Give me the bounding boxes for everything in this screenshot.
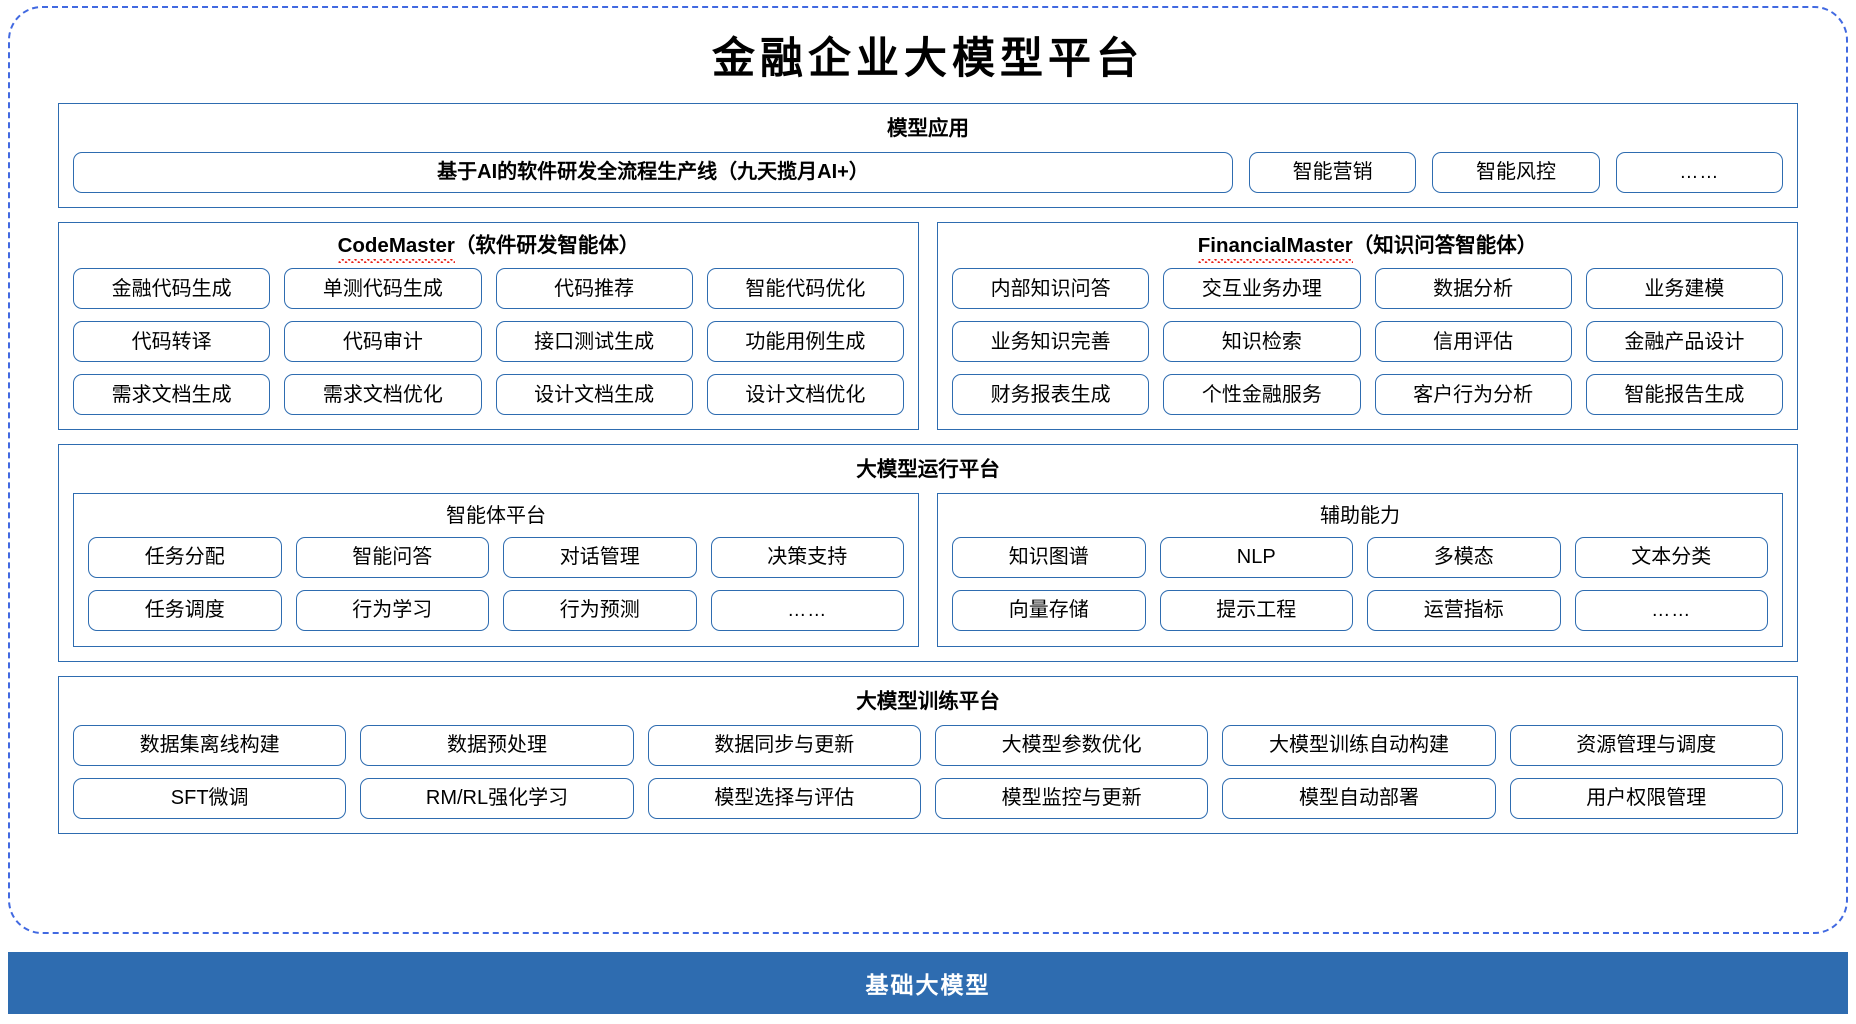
pill-prompt-eng[interactable]: 提示工程 [1159,589,1353,631]
training-row-1: 数据集离线构建 数据预处理 数据同步与更新 大模型参数优化 大模型训练自动构建 … [73,724,1783,766]
app-pill-more[interactable]: …… [1615,151,1783,193]
section-training-platform: 大模型训练平台 数据集离线构建 数据预处理 数据同步与更新 大模型参数优化 大模… [58,675,1798,834]
auxiliary-row-1: 知识图谱 NLP 多模态 文本分类 [952,536,1768,578]
pill-func-case-gen[interactable]: 功能用例生成 [706,321,904,363]
financialmaster-row-2: 业务知识完善 知识检索 信用评估 金融产品设计 [952,321,1783,363]
pill-design-doc-gen[interactable]: 设计文档生成 [495,374,693,416]
agent-platform-row-2: 任务调度 行为学习 行为预测 …… [88,589,904,631]
subpanel-title-agent-platform: 智能体平台 [446,504,546,527]
section-title-training-platform: 大模型训练平台 [856,689,1000,713]
agent-platform-row-1: 任务分配 智能问答 对话管理 决策支持 [88,536,904,578]
pill-training-auto-build[interactable]: 大模型训练自动构建 [1222,724,1496,766]
pill-text-classify[interactable]: 文本分类 [1574,536,1768,578]
section-codemaster: CodeMaster（软件研发智能体） 金融代码生成 单测代码生成 代码推荐 智… [58,221,919,431]
subpanel-auxiliary-capability: 辅助能力 知识图谱 NLP 多模态 文本分类 向量存储 提示工程 运营指标 …… [937,492,1783,647]
pill-biz-modeling[interactable]: 业务建模 [1585,268,1783,310]
runtime-subpanels: 智能体平台 任务分配 智能问答 对话管理 决策支持 任务调度 行为学习 行为预测… [73,492,1783,647]
pill-knowledge-search[interactable]: 知识检索 [1163,321,1361,363]
pill-code-recommend[interactable]: 代码推荐 [495,268,693,310]
pill-data-preprocess[interactable]: 数据预处理 [360,724,634,766]
pill-api-test-gen[interactable]: 接口测试生成 [495,321,693,363]
pill-model-monitor[interactable]: 模型监控与更新 [934,777,1209,819]
codemaster-suffix: （软件研发智能体） [454,233,640,257]
pill-user-permission[interactable]: 用户权限管理 [1509,777,1783,819]
section-title-financialmaster: FinancialMaster（知识问答智能体） [952,231,1783,269]
pill-nlp[interactable]: NLP [1159,536,1353,578]
pill-vector-store[interactable]: 向量存储 [952,589,1146,631]
pill-knowledge-graph[interactable]: 知识图谱 [952,536,1146,578]
pill-dataset-offline-build[interactable]: 数据集离线构建 [73,724,347,766]
pill-credit-assess[interactable]: 信用评估 [1374,321,1572,363]
pill-multimodal[interactable]: 多模态 [1367,536,1561,578]
agents-band: CodeMaster（软件研发智能体） 金融代码生成 单测代码生成 代码推荐 智… [58,221,1798,431]
subpanel-title-auxiliary-capability: 辅助能力 [1320,504,1400,527]
base-model-bar: 基础大模型 [8,952,1848,1014]
pill-behavior-predict[interactable]: 行为预测 [503,589,697,631]
codemaster-row-2: 代码转译 代码审计 接口测试生成 功能用例生成 [73,321,904,363]
pill-auxiliary-more[interactable]: …… [1574,589,1768,631]
page-title: 金融企业大模型平台 [712,34,1144,84]
pill-unittest-gen[interactable]: 单测代码生成 [284,268,482,310]
pill-interactive-biz[interactable]: 交互业务办理 [1163,268,1361,310]
app-pill-marketing[interactable]: 智能营销 [1249,151,1417,193]
app-pill-primary[interactable]: 基于AI的软件研发全流程生产线（九天揽月AI+） [73,151,1233,193]
pill-product-design[interactable]: 金融产品设计 [1585,321,1783,363]
pill-resource-mgmt[interactable]: 资源管理与调度 [1509,724,1783,766]
pill-task-scheduling[interactable]: 任务调度 [88,589,282,631]
pill-customer-behavior[interactable]: 客户行为分析 [1374,374,1572,416]
pill-data-analysis[interactable]: 数据分析 [1374,268,1572,310]
subpanel-agent-platform: 智能体平台 任务分配 智能问答 对话管理 决策支持 任务调度 行为学习 行为预测… [73,492,919,647]
auxiliary-row-2: 向量存储 提示工程 运营指标 …… [952,589,1768,631]
pill-req-doc-gen[interactable]: 需求文档生成 [73,374,271,416]
pill-dialog-mgmt[interactable]: 对话管理 [503,536,697,578]
section-title-model-application: 模型应用 [887,117,969,140]
pill-code-optimize[interactable]: 智能代码优化 [706,268,904,310]
pill-req-doc-opt[interactable]: 需求文档优化 [284,374,482,416]
financialmaster-name: FinancialMaster [1197,233,1353,263]
pill-model-select-eval[interactable]: 模型选择与评估 [647,777,921,819]
pill-rm-rl[interactable]: RM/RL强化学习 [360,777,634,819]
pill-code-audit[interactable]: 代码审计 [284,321,482,363]
pill-model-auto-deploy[interactable]: 模型自动部署 [1222,777,1496,819]
pill-design-doc-opt[interactable]: 设计文档优化 [706,374,904,416]
section-model-application: 模型应用 基于AI的软件研发全流程生产线（九天揽月AI+） 智能营销 智能风控 … [58,103,1798,208]
pill-sft-finetune[interactable]: SFT微调 [73,777,347,819]
pill-ops-metrics[interactable]: 运营指标 [1367,589,1561,631]
financialmaster-suffix: （知识问答智能体） [1352,233,1538,257]
pill-financial-report[interactable]: 财务报表生成 [952,374,1150,416]
model-application-row: 基于AI的软件研发全流程生产线（九天揽月AI+） 智能营销 智能风控 …… [73,151,1783,193]
section-runtime-platform: 大模型运行平台 智能体平台 任务分配 智能问答 对话管理 决策支持 任务调度 行… [58,444,1798,662]
pill-smart-report[interactable]: 智能报告生成 [1585,374,1783,416]
pill-behavior-learning[interactable]: 行为学习 [295,589,489,631]
training-row-2: SFT微调 RM/RL强化学习 模型选择与评估 模型监控与更新 模型自动部署 用… [73,777,1783,819]
pill-agent-more[interactable]: …… [710,589,904,631]
codemaster-row-3: 需求文档生成 需求文档优化 设计文档生成 设计文档优化 [73,374,904,416]
section-title-codemaster: CodeMaster（软件研发智能体） [73,231,904,269]
pill-biz-knowledge[interactable]: 业务知识完善 [952,321,1150,363]
codemaster-row-1: 金融代码生成 单测代码生成 代码推荐 智能代码优化 [73,268,904,310]
platform-outer-frame: 金融企业大模型平台 模型应用 基于AI的软件研发全流程生产线（九天揽月AI+） … [8,6,1848,934]
financialmaster-row-3: 财务报表生成 个性金融服务 客户行为分析 智能报告生成 [952,374,1783,416]
section-title-runtime-platform: 大模型运行平台 [856,458,1000,482]
section-financialmaster: FinancialMaster（知识问答智能体） 内部知识问答 交互业务办理 数… [937,221,1798,431]
pill-code-gen[interactable]: 金融代码生成 [73,268,271,310]
pill-param-optimize[interactable]: 大模型参数优化 [934,724,1209,766]
base-model-label: 基础大模型 [865,972,991,998]
pill-internal-qa[interactable]: 内部知识问答 [952,268,1150,310]
pill-personal-service[interactable]: 个性金融服务 [1163,374,1361,416]
pill-code-translate[interactable]: 代码转译 [73,321,271,363]
financialmaster-row-1: 内部知识问答 交互业务办理 数据分析 业务建模 [952,268,1783,310]
app-pill-risk-control[interactable]: 智能风控 [1432,151,1600,193]
pill-smart-qa[interactable]: 智能问答 [295,536,489,578]
codemaster-name: CodeMaster [337,233,456,263]
pill-task-allocation[interactable]: 任务分配 [88,536,282,578]
pill-data-sync-update[interactable]: 数据同步与更新 [647,724,921,766]
pill-decision-support[interactable]: 决策支持 [710,536,904,578]
